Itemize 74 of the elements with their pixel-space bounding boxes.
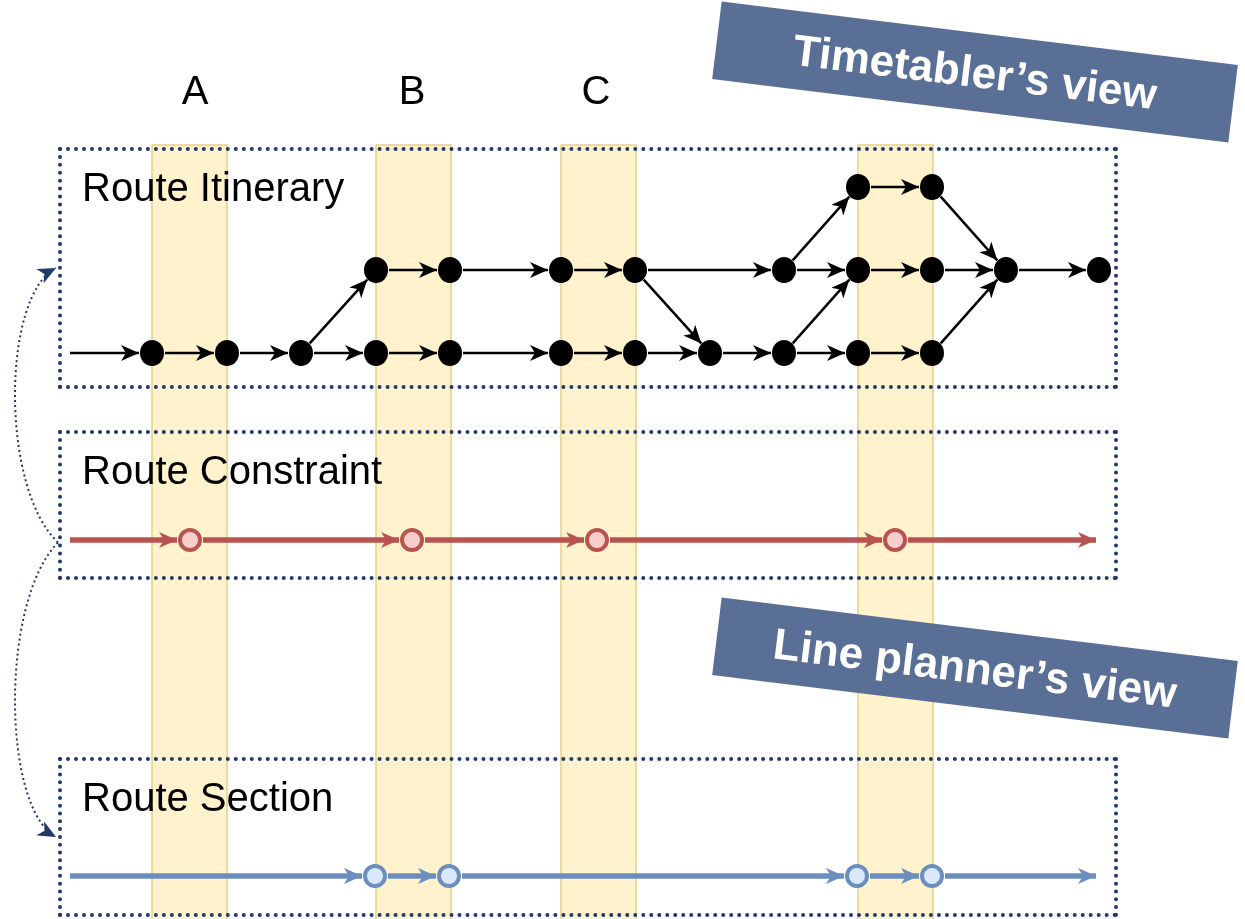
arrow [463,262,548,278]
view-banner: Line planner’s view [712,597,1238,739]
arrow [308,278,369,345]
frame-title: Route Section [82,775,334,820]
junction-dot [623,340,647,366]
arrow [945,262,993,278]
arrow [797,345,845,361]
junction-dot [549,257,573,283]
junction-dot [920,257,944,283]
junction-dot [772,340,796,366]
arrow [574,345,622,361]
junction-dot [845,864,869,888]
junction-dot [215,340,239,366]
arrow [939,195,999,262]
arrow [165,345,214,361]
arrow [642,278,703,345]
frame-title: Route Itinerary [82,165,345,210]
arrow [388,868,436,884]
junction-dot [846,257,870,283]
arrow [314,345,363,361]
view-banner: Timetabler’s view [712,1,1238,143]
arrow [648,262,771,278]
arrow [1019,262,1086,278]
junction-dot [623,257,647,283]
junction-dot [363,864,387,888]
arrow [70,868,362,884]
arrow [939,278,999,345]
arrow [908,532,1096,548]
arrow [425,532,584,548]
junction-dot [846,174,870,200]
junction-dot [140,340,164,366]
junction-dot [438,340,462,366]
arrow [240,345,288,361]
junction-dot [364,340,388,366]
route-frame [58,757,1118,917]
arrow [723,345,771,361]
arrow [648,345,697,361]
junction-dot [920,174,944,200]
arrow [870,868,919,884]
arrow [610,532,882,548]
junction-dot [549,340,573,366]
junction-dot [1087,257,1111,283]
arrow [791,278,851,345]
arrow [791,195,851,262]
column-label: B [398,68,426,113]
junction-dot [772,257,796,283]
arrow [797,262,845,278]
arrow [463,345,548,361]
arrow [462,868,844,884]
dotted-arrow [14,541,59,838]
route-frame [58,147,1118,389]
junction-dot [994,257,1018,283]
junction-dot [846,340,870,366]
junction-dot [698,340,722,366]
arrow [203,532,399,548]
arrow [389,345,437,361]
junction-dot [920,864,944,888]
arrow [574,262,622,278]
arrow [871,179,919,195]
arrow [389,262,437,278]
junction-dot [437,864,461,888]
junction-dot [438,257,462,283]
route-frame [58,430,1118,580]
dotted-arrow [14,267,59,544]
junction-dot [364,257,388,283]
arrow [871,262,919,278]
column-label: A [181,68,209,113]
arrow [945,868,1096,884]
arrow [70,345,139,361]
arrow [70,532,177,548]
column-label: C [581,68,611,113]
junction-dot [289,340,313,366]
arrow [871,345,919,361]
frame-title: Route Constraint [82,448,383,493]
